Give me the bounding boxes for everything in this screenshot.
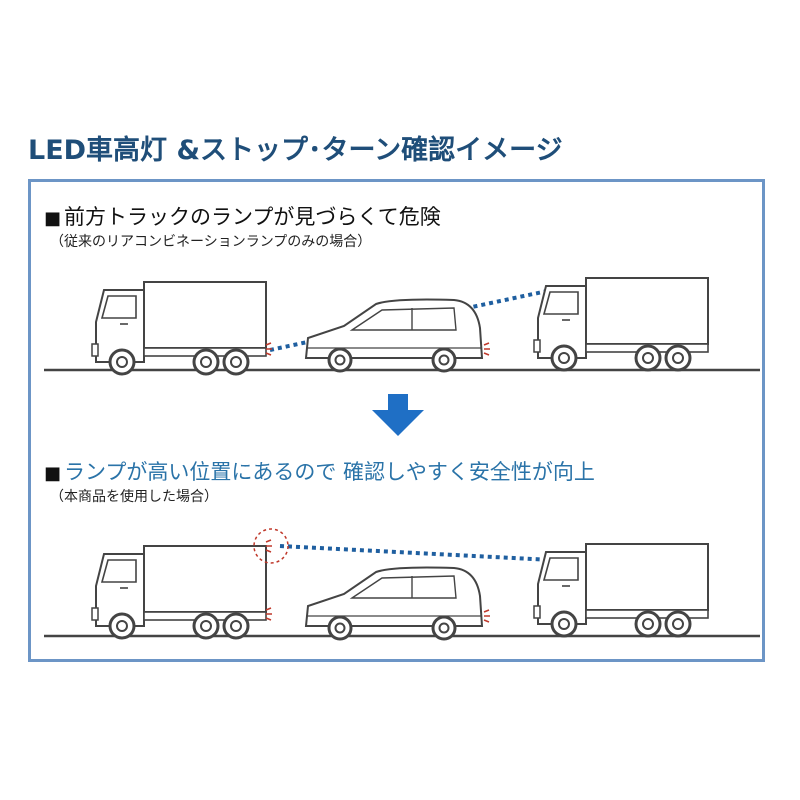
page-title: LED車高灯 &ストップ･ターン確認イメージ [28,135,563,166]
bullet-square: ■ [44,463,62,484]
lamp-marks-icon [265,539,273,553]
lamp-highlight-icon [253,528,289,564]
truck-icon [532,276,710,372]
lamp-marks-icon [483,342,491,356]
lamp-marks-icon [265,342,273,356]
lamp-marks-icon [483,609,491,623]
after-scene [44,528,760,641]
truck-icon [90,280,268,376]
before-subheading: （従来のリアコンビネーションランプのみの場合） [50,234,372,250]
truck-icon [90,544,268,640]
truck-icon [532,542,710,638]
down-arrow-icon [372,394,424,436]
after-heading-text: ランプが高い位置にあるので 確認しやすく安全性が向上 [64,460,595,484]
minivan-icon [304,566,484,641]
before-scene [44,276,760,376]
before-heading-text: 前方トラックのランプが見づらくて危険 [64,205,441,229]
after-subheading: （本商品を使用した場合） [50,489,218,505]
minivan-icon [304,298,484,373]
before-heading: ■前方トラックのランプが見づらくて危険 [44,201,441,231]
lamp-marks-icon [265,607,273,621]
after-heading: ■ランプが高い位置にあるので 確認しやすく安全性が向上 [44,456,595,486]
sightline-dotted [279,544,553,562]
bullet-square: ■ [44,208,62,229]
illustration-frame [28,179,765,662]
